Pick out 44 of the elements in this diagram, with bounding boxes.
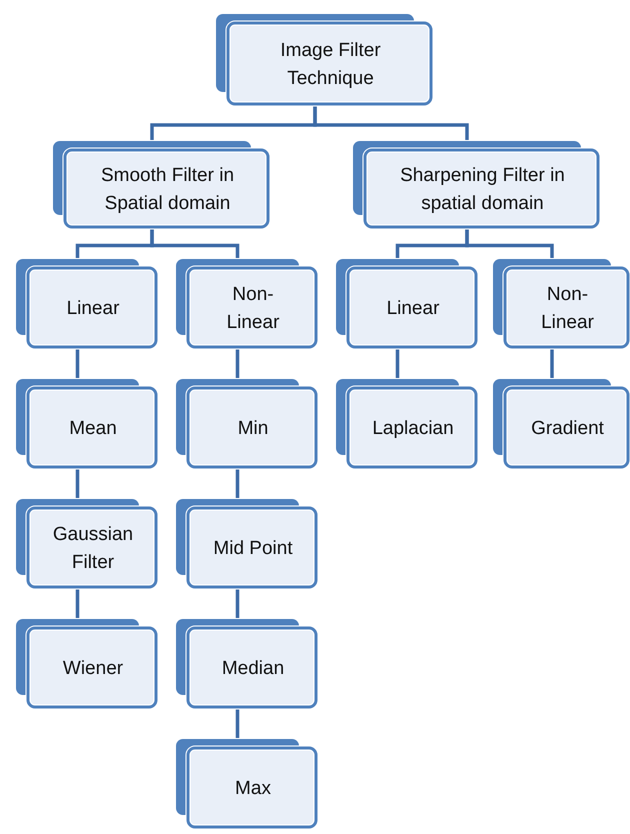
node-label: Image Filter Technique [279, 38, 382, 90]
connector-line [76, 589, 80, 618]
connector-line [236, 589, 240, 618]
node-label: Median [222, 656, 284, 680]
process-box [15, 618, 158, 709]
process-box [15, 258, 158, 349]
node-label: Non-Linear [540, 282, 595, 334]
connector-line [76, 469, 80, 498]
node-label: Smooth Filter in Spatial domain [100, 164, 236, 216]
node-label: Non-Linear [226, 282, 280, 334]
process-box [492, 378, 630, 469]
connector-line [76, 349, 80, 378]
process-box [335, 258, 478, 349]
connector-line [313, 106, 469, 140]
connector-line [236, 469, 240, 498]
process-box [352, 140, 600, 229]
process-box [492, 258, 630, 349]
node-label: Wiener [62, 656, 124, 680]
process-box [52, 140, 270, 229]
process-box [175, 258, 318, 349]
process-box [335, 378, 478, 469]
process-box [215, 13, 433, 106]
node-label: Min [238, 416, 268, 440]
connector-line [236, 349, 240, 378]
process-box [175, 738, 318, 829]
process-box [15, 498, 158, 589]
process-box [15, 378, 158, 469]
node-label: Gradient [531, 416, 604, 440]
node-label: Mean [69, 416, 117, 440]
process-box [175, 378, 318, 469]
node-label: Laplacian [372, 416, 454, 440]
connector-line [550, 349, 554, 378]
node-label: Gaussian Filter [52, 522, 134, 574]
connector-line [465, 229, 554, 258]
connector-line [236, 709, 240, 738]
node-label: Linear [66, 296, 120, 320]
process-box [175, 498, 318, 589]
connector-line [150, 229, 240, 258]
process-box [175, 618, 318, 709]
connector-line [396, 349, 400, 378]
node-label: Max [235, 776, 271, 800]
node-label: Mid Point [213, 536, 293, 560]
node-label: Sharpening Filter in spatial domain [399, 164, 566, 216]
node-label: Linear [386, 296, 440, 320]
